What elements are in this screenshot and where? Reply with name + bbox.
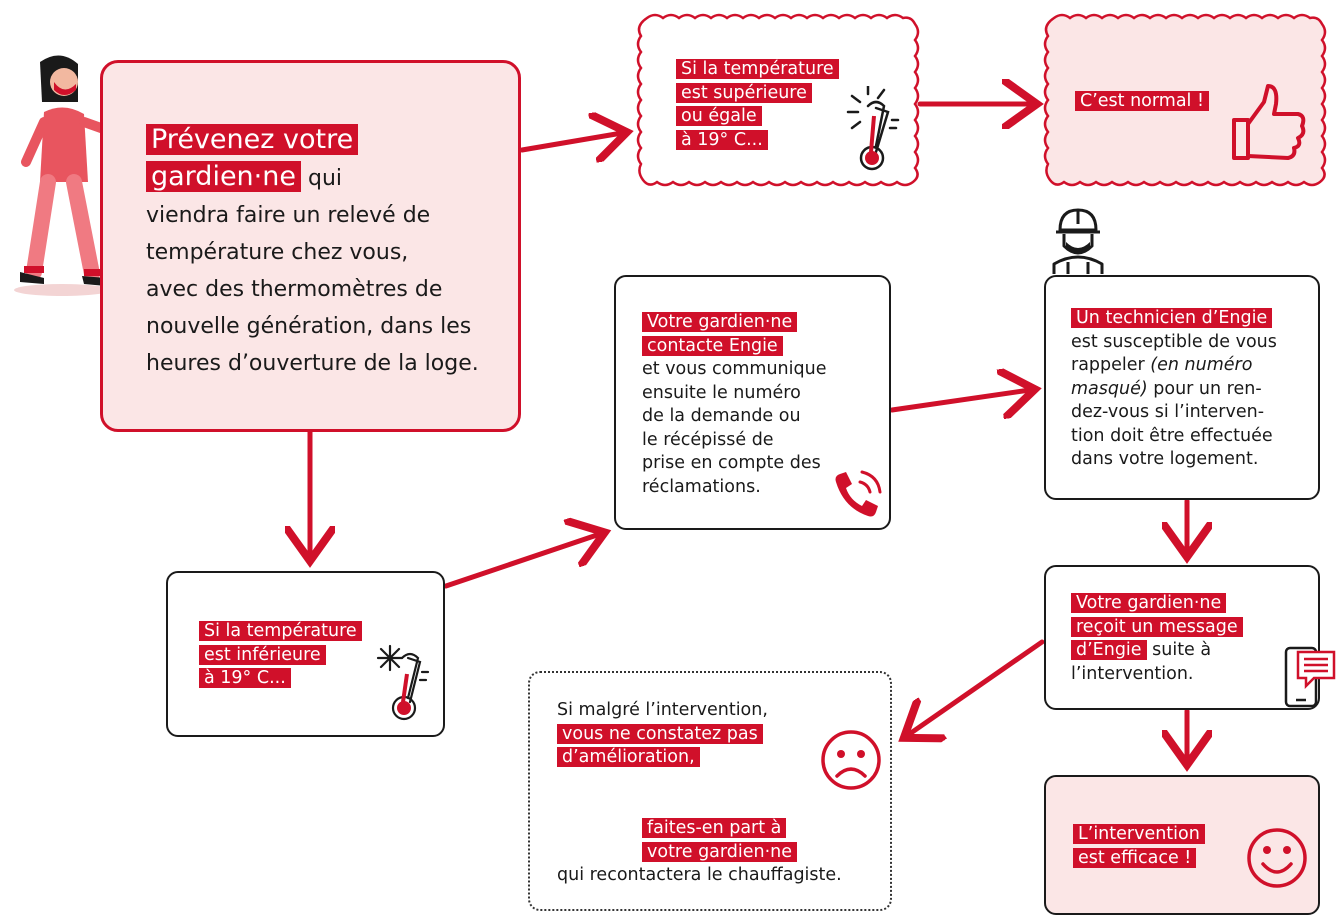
gardien-line: réclamations. bbox=[642, 476, 761, 497]
thermometer-cold-icon bbox=[376, 644, 430, 721]
arrow-message-to-malgre bbox=[908, 639, 1045, 735]
arrow-gardien-to-technicien bbox=[889, 390, 1030, 410]
main-title-line2: gardien·ne bbox=[146, 161, 301, 192]
sup-line: ou égale bbox=[676, 106, 762, 126]
arrow-inf-to-gardien bbox=[443, 534, 600, 589]
sup-line: est supérieure bbox=[676, 82, 812, 103]
message-hl-line: Votre gardien·ne bbox=[1071, 593, 1227, 613]
sup-line: à 19° C... bbox=[676, 129, 768, 150]
phone-icon bbox=[835, 470, 882, 517]
thumbs-up-icon bbox=[1232, 84, 1306, 160]
efficace-hl-line: L’intervention bbox=[1073, 824, 1205, 844]
technicien-line: est susceptible de vous bbox=[1071, 331, 1277, 352]
technicien-line3-em: masqué) bbox=[1071, 378, 1148, 399]
technicien-line: dez-vous si l’interven- bbox=[1071, 402, 1265, 422]
malgre-line-last: qui recontactera le chauffagiste. bbox=[557, 865, 842, 885]
inf-line: est inférieure bbox=[199, 644, 326, 665]
main-body-line: nouvelle génération, dans les bbox=[146, 314, 472, 339]
malgre-hl2-line: faites-en part à bbox=[642, 818, 787, 838]
main-box: Prévenez votre gardien·ne qui viendra fa… bbox=[100, 60, 521, 432]
thermometer-hot-icon bbox=[846, 86, 900, 171]
inf-line: Si la température bbox=[199, 621, 362, 641]
message-line-last: l’intervention. bbox=[1071, 663, 1194, 684]
message-hl-line: reçoit un message bbox=[1071, 616, 1243, 637]
technicien-line2-em: (en numéro bbox=[1150, 355, 1253, 375]
technicien-line2-pre: rappeler bbox=[1071, 355, 1151, 375]
sad-face-icon bbox=[821, 730, 881, 790]
gardien-line: et vous communique bbox=[642, 359, 827, 379]
box-efficace bbox=[1044, 775, 1320, 915]
box-message bbox=[1044, 565, 1320, 710]
main-title-tail: qui bbox=[300, 166, 342, 191]
technician-icon bbox=[1052, 208, 1104, 274]
technicien-hl-line: Un technicien d’Engie bbox=[1071, 308, 1273, 328]
message-hl-line: d’Engie bbox=[1071, 640, 1147, 660]
main-body-line: viendra faire un relevé de bbox=[146, 203, 431, 228]
technicien-line: dans votre logement. bbox=[1071, 449, 1259, 469]
technicien-line: tion doit être effectuée bbox=[1071, 425, 1273, 446]
smartphone-message-icon bbox=[1284, 646, 1336, 708]
arrow-main-to-sup bbox=[519, 133, 622, 150]
efficace-hl-line: est efficace ! bbox=[1073, 847, 1197, 868]
main-body-line: heures d’ouverture de la loge. bbox=[146, 351, 479, 376]
gardien-line: prise en compte des bbox=[642, 453, 821, 473]
gardien-hl-line: contacte Engie bbox=[642, 335, 783, 356]
gardien-line: de la demande ou bbox=[642, 406, 801, 426]
malgre-line1: Si malgré l’intervention, bbox=[557, 700, 768, 720]
inf-line: à 19° C... bbox=[199, 668, 291, 688]
main-title-line1: Prévenez votre bbox=[146, 124, 359, 155]
normal-label: C’est normal ! bbox=[1075, 91, 1209, 111]
box-malgre bbox=[528, 671, 892, 911]
main-body-line: avec des thermomètres de bbox=[146, 277, 443, 302]
message-tail: suite à bbox=[1146, 640, 1212, 660]
malgre-hl-line: vous ne constatez pas bbox=[557, 723, 763, 744]
malgre-hl2-line: votre gardien·ne bbox=[642, 841, 798, 862]
gardien-line: le récépissé de bbox=[642, 429, 774, 450]
main-body-line: température chez vous, bbox=[146, 240, 409, 265]
technicien-line3-post: pour un ren- bbox=[1147, 378, 1262, 399]
malgre-hl-line: d’amélioration, bbox=[557, 747, 700, 767]
gardien-line: ensuite le numéro bbox=[642, 382, 801, 403]
smile-face-icon bbox=[1247, 828, 1307, 888]
sup-line: Si la température bbox=[676, 59, 839, 79]
gardien-hl-line: Votre gardien·ne bbox=[642, 312, 798, 332]
